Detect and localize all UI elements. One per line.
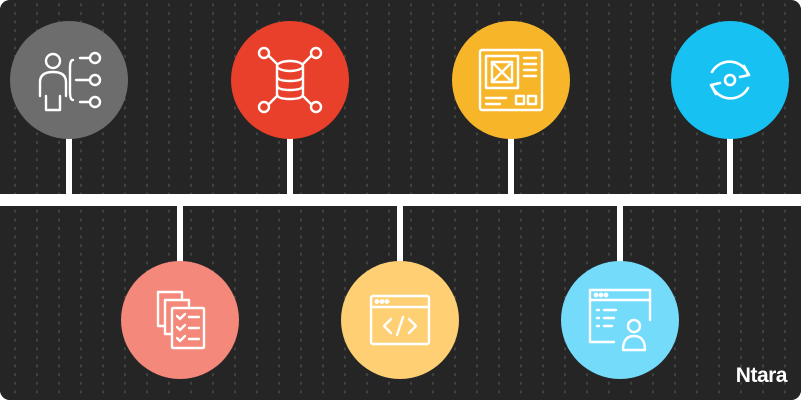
node-circle bbox=[341, 261, 459, 379]
node-circle bbox=[671, 21, 789, 139]
node-2 bbox=[231, 21, 349, 139]
user-dashboard-icon bbox=[588, 288, 652, 352]
node-6 bbox=[341, 261, 459, 379]
node-4 bbox=[671, 21, 789, 139]
ntara-logo: Ntara bbox=[735, 364, 788, 387]
node-circle bbox=[561, 261, 679, 379]
node-5 bbox=[121, 261, 239, 379]
sync-arrows-icon bbox=[709, 60, 751, 100]
server-hardware-icon bbox=[478, 48, 544, 112]
node-3 bbox=[452, 21, 570, 139]
node-1 bbox=[10, 21, 128, 139]
code-window-icon bbox=[369, 294, 431, 346]
timeline-bar bbox=[0, 194, 801, 206]
person-hierarchy-icon bbox=[38, 51, 102, 112]
checklist-documents-icon bbox=[156, 290, 206, 350]
database-network-icon bbox=[257, 46, 323, 114]
connectors bbox=[66, 135, 733, 262]
node-7 bbox=[561, 261, 679, 379]
